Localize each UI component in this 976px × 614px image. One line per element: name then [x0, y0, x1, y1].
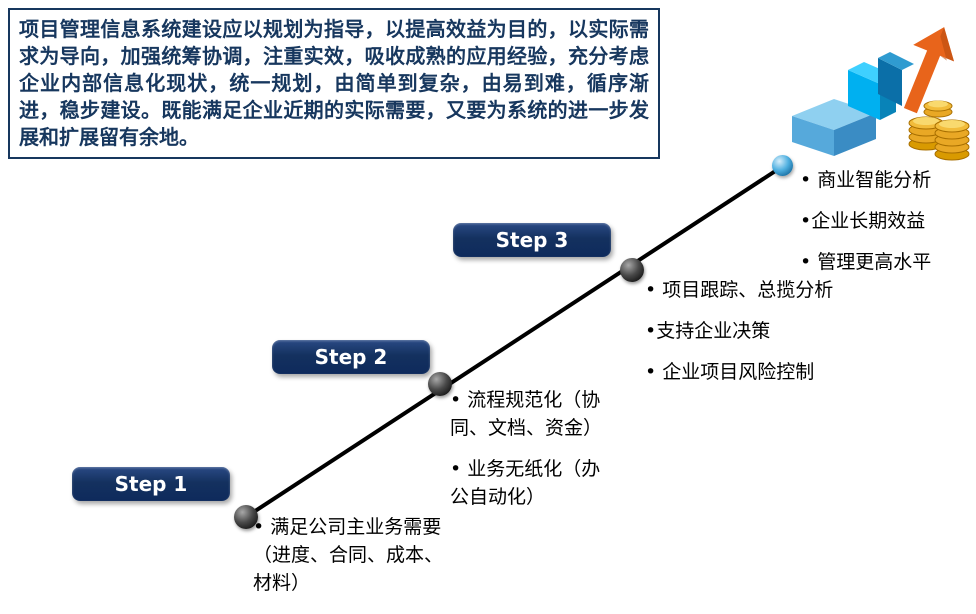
books-icon	[792, 52, 914, 156]
step2-badge: Step 2	[272, 340, 430, 374]
milestone-sphere-summit	[772, 155, 793, 176]
coins-icon	[908, 100, 970, 161]
milestone-sphere-step3	[620, 258, 644, 282]
step3-label: Step 3	[495, 228, 569, 252]
step2-bullet-list: • 流程规范化（协 同、文档、资金） • 业务无纸化（办 公自动化）	[450, 386, 660, 524]
list-item: • 项目跟踪、总揽分析	[645, 279, 834, 301]
list-item: • 企业项目风险控制	[645, 361, 815, 383]
list-item: • 管理更高水平	[800, 251, 932, 273]
books-coins-arrow-clipart	[792, 27, 970, 161]
intro-text: 项目管理信息系统建设应以规划为指导，以提高效益为目的，以实际需求为导向，加强统筹…	[19, 17, 649, 149]
growth-arrow-icon	[903, 27, 955, 114]
step3-badge: Step 3	[453, 223, 611, 257]
list-item: • 流程规范化（协 同、文档、资金）	[450, 389, 603, 439]
list-item: • 满足公司主业务需要 （进度、合同、成本、 材料）	[253, 516, 444, 594]
milestone-sphere-step1	[234, 505, 258, 529]
step2-label: Step 2	[314, 345, 388, 369]
summit-bullet-list: • 商业智能分析 •企业长期效益 • 管理更高水平	[800, 166, 976, 289]
step3-bullet-list: • 项目跟踪、总揽分析 •支持企业决策 • 企业项目风险控制	[645, 276, 895, 399]
list-item: •支持企业决策	[645, 320, 771, 342]
step1-bullet-list: • 满足公司主业务需要 （进度、合同、成本、 材料）	[253, 513, 493, 610]
step1-label: Step 1	[114, 472, 188, 496]
step1-badge: Step 1	[72, 467, 230, 501]
list-item: • 商业智能分析	[800, 169, 932, 191]
intro-text-box: 项目管理信息系统建设应以规划为指导，以提高效益为目的，以实际需求为导向，加强统筹…	[8, 8, 660, 159]
milestone-sphere-step2	[428, 372, 452, 396]
list-item: •企业长期效益	[800, 210, 926, 232]
list-item: • 业务无纸化（办 公自动化）	[450, 458, 601, 508]
